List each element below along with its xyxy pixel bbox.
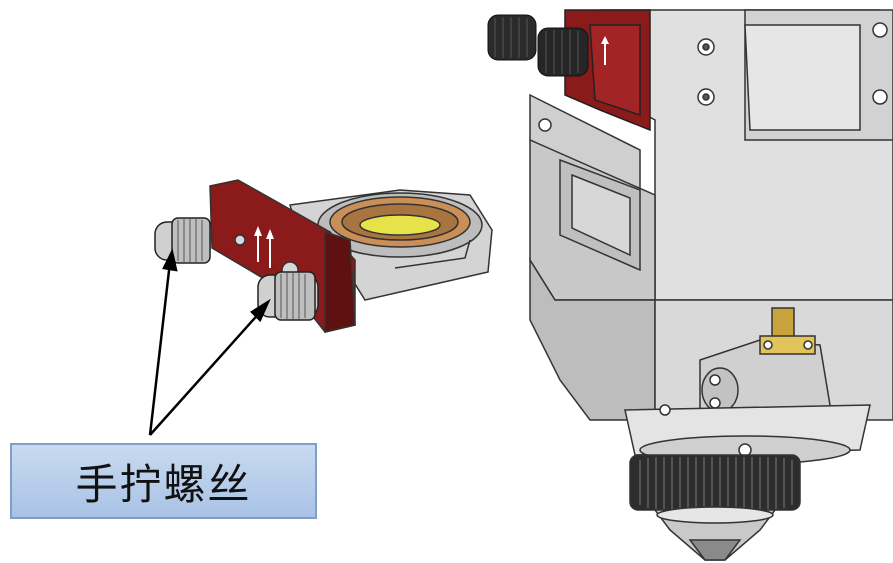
arrow-icon <box>148 248 271 436</box>
thumb-screw-icon <box>154 217 319 321</box>
callout-text: 手拧螺丝 <box>75 459 252 509</box>
top-thumb-screws <box>487 14 589 77</box>
callout-label-box: 手拧螺丝 <box>10 443 317 519</box>
laser-head-body <box>529 9 893 421</box>
lens-drawer <box>209 179 493 333</box>
nozzle-assembly <box>624 307 871 561</box>
